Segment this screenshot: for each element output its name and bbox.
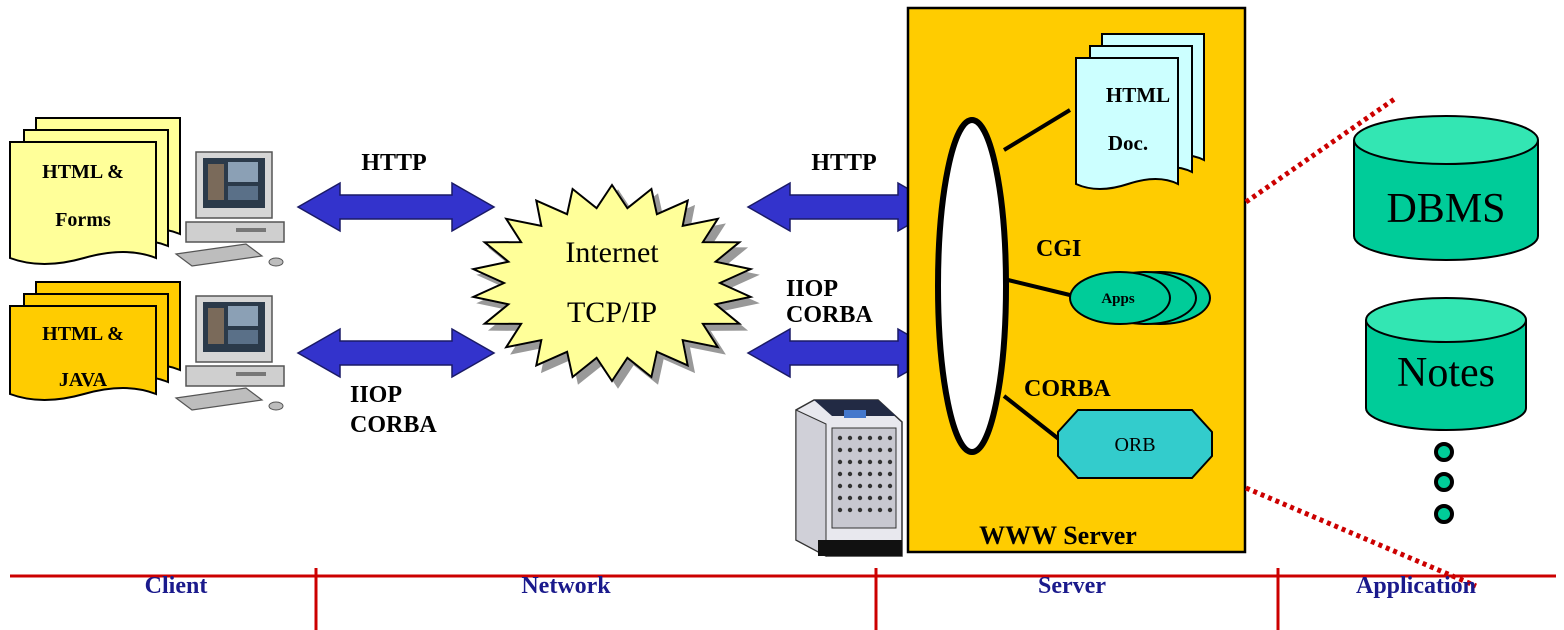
http-label: HTTP (361, 150, 426, 176)
orb-label: ORB (1114, 434, 1155, 456)
corba-label: CORBA (350, 412, 437, 438)
connector-line (1007, 278, 1075, 298)
notes-label: Notes (1397, 350, 1495, 396)
html-doc-label: Doc. (1108, 131, 1148, 155)
iiop-label: IIOP (786, 276, 838, 302)
tier-label-client: Client (145, 573, 208, 599)
dotted-connector (1244, 95, 1398, 205)
dbms-cylinder: DBMS (1353, 115, 1539, 261)
internet-label: Internet (565, 236, 659, 269)
corba-label: CORBA (786, 302, 873, 328)
notes-cylinder: Notes (1365, 297, 1527, 431)
doc-label: HTML & (42, 323, 124, 345)
server-hub (935, 117, 1009, 455)
http-label: HTTP (811, 150, 876, 176)
doc-label: Forms (55, 209, 111, 231)
apps-label: Apps (1101, 291, 1135, 307)
dotted-connector (1245, 485, 1477, 589)
doc-label: HTML & (42, 161, 124, 183)
client-doc-stack-bottom: HTML & JAVA (9, 281, 181, 401)
orb-octagon (1057, 409, 1213, 479)
client-computer-icon (174, 151, 285, 267)
connector-line (1002, 108, 1072, 152)
ellipsis-dots (1434, 442, 1454, 524)
iiop-arrow-client (296, 327, 496, 379)
html-doc-label: HTML (1106, 83, 1170, 107)
iiop-label: IIOP (350, 382, 402, 408)
doc-label: JAVA (59, 369, 108, 391)
cgi-label: CGI (1036, 236, 1081, 262)
http-arrow-client (296, 181, 496, 233)
corba-server-label: CORBA (1024, 376, 1111, 402)
tier-label-network: Network (521, 573, 611, 599)
html-doc-stack: HTML Doc. (1075, 33, 1205, 190)
dbms-label: DBMS (1386, 186, 1505, 232)
cgi-apps-stack: Apps (1069, 271, 1211, 325)
www-server-title: WWW Server (979, 521, 1137, 550)
server-tower-icon (795, 399, 903, 557)
client-doc-stack-top: HTML & Forms (9, 117, 181, 265)
connector-line (1002, 394, 1062, 442)
internet-cloud (470, 183, 754, 383)
tcpip-label: TCP/IP (567, 296, 657, 329)
client-computer-icon (174, 295, 285, 411)
tier-label-server: Server (1038, 573, 1106, 599)
tier-label-application: Application (1356, 573, 1476, 599)
